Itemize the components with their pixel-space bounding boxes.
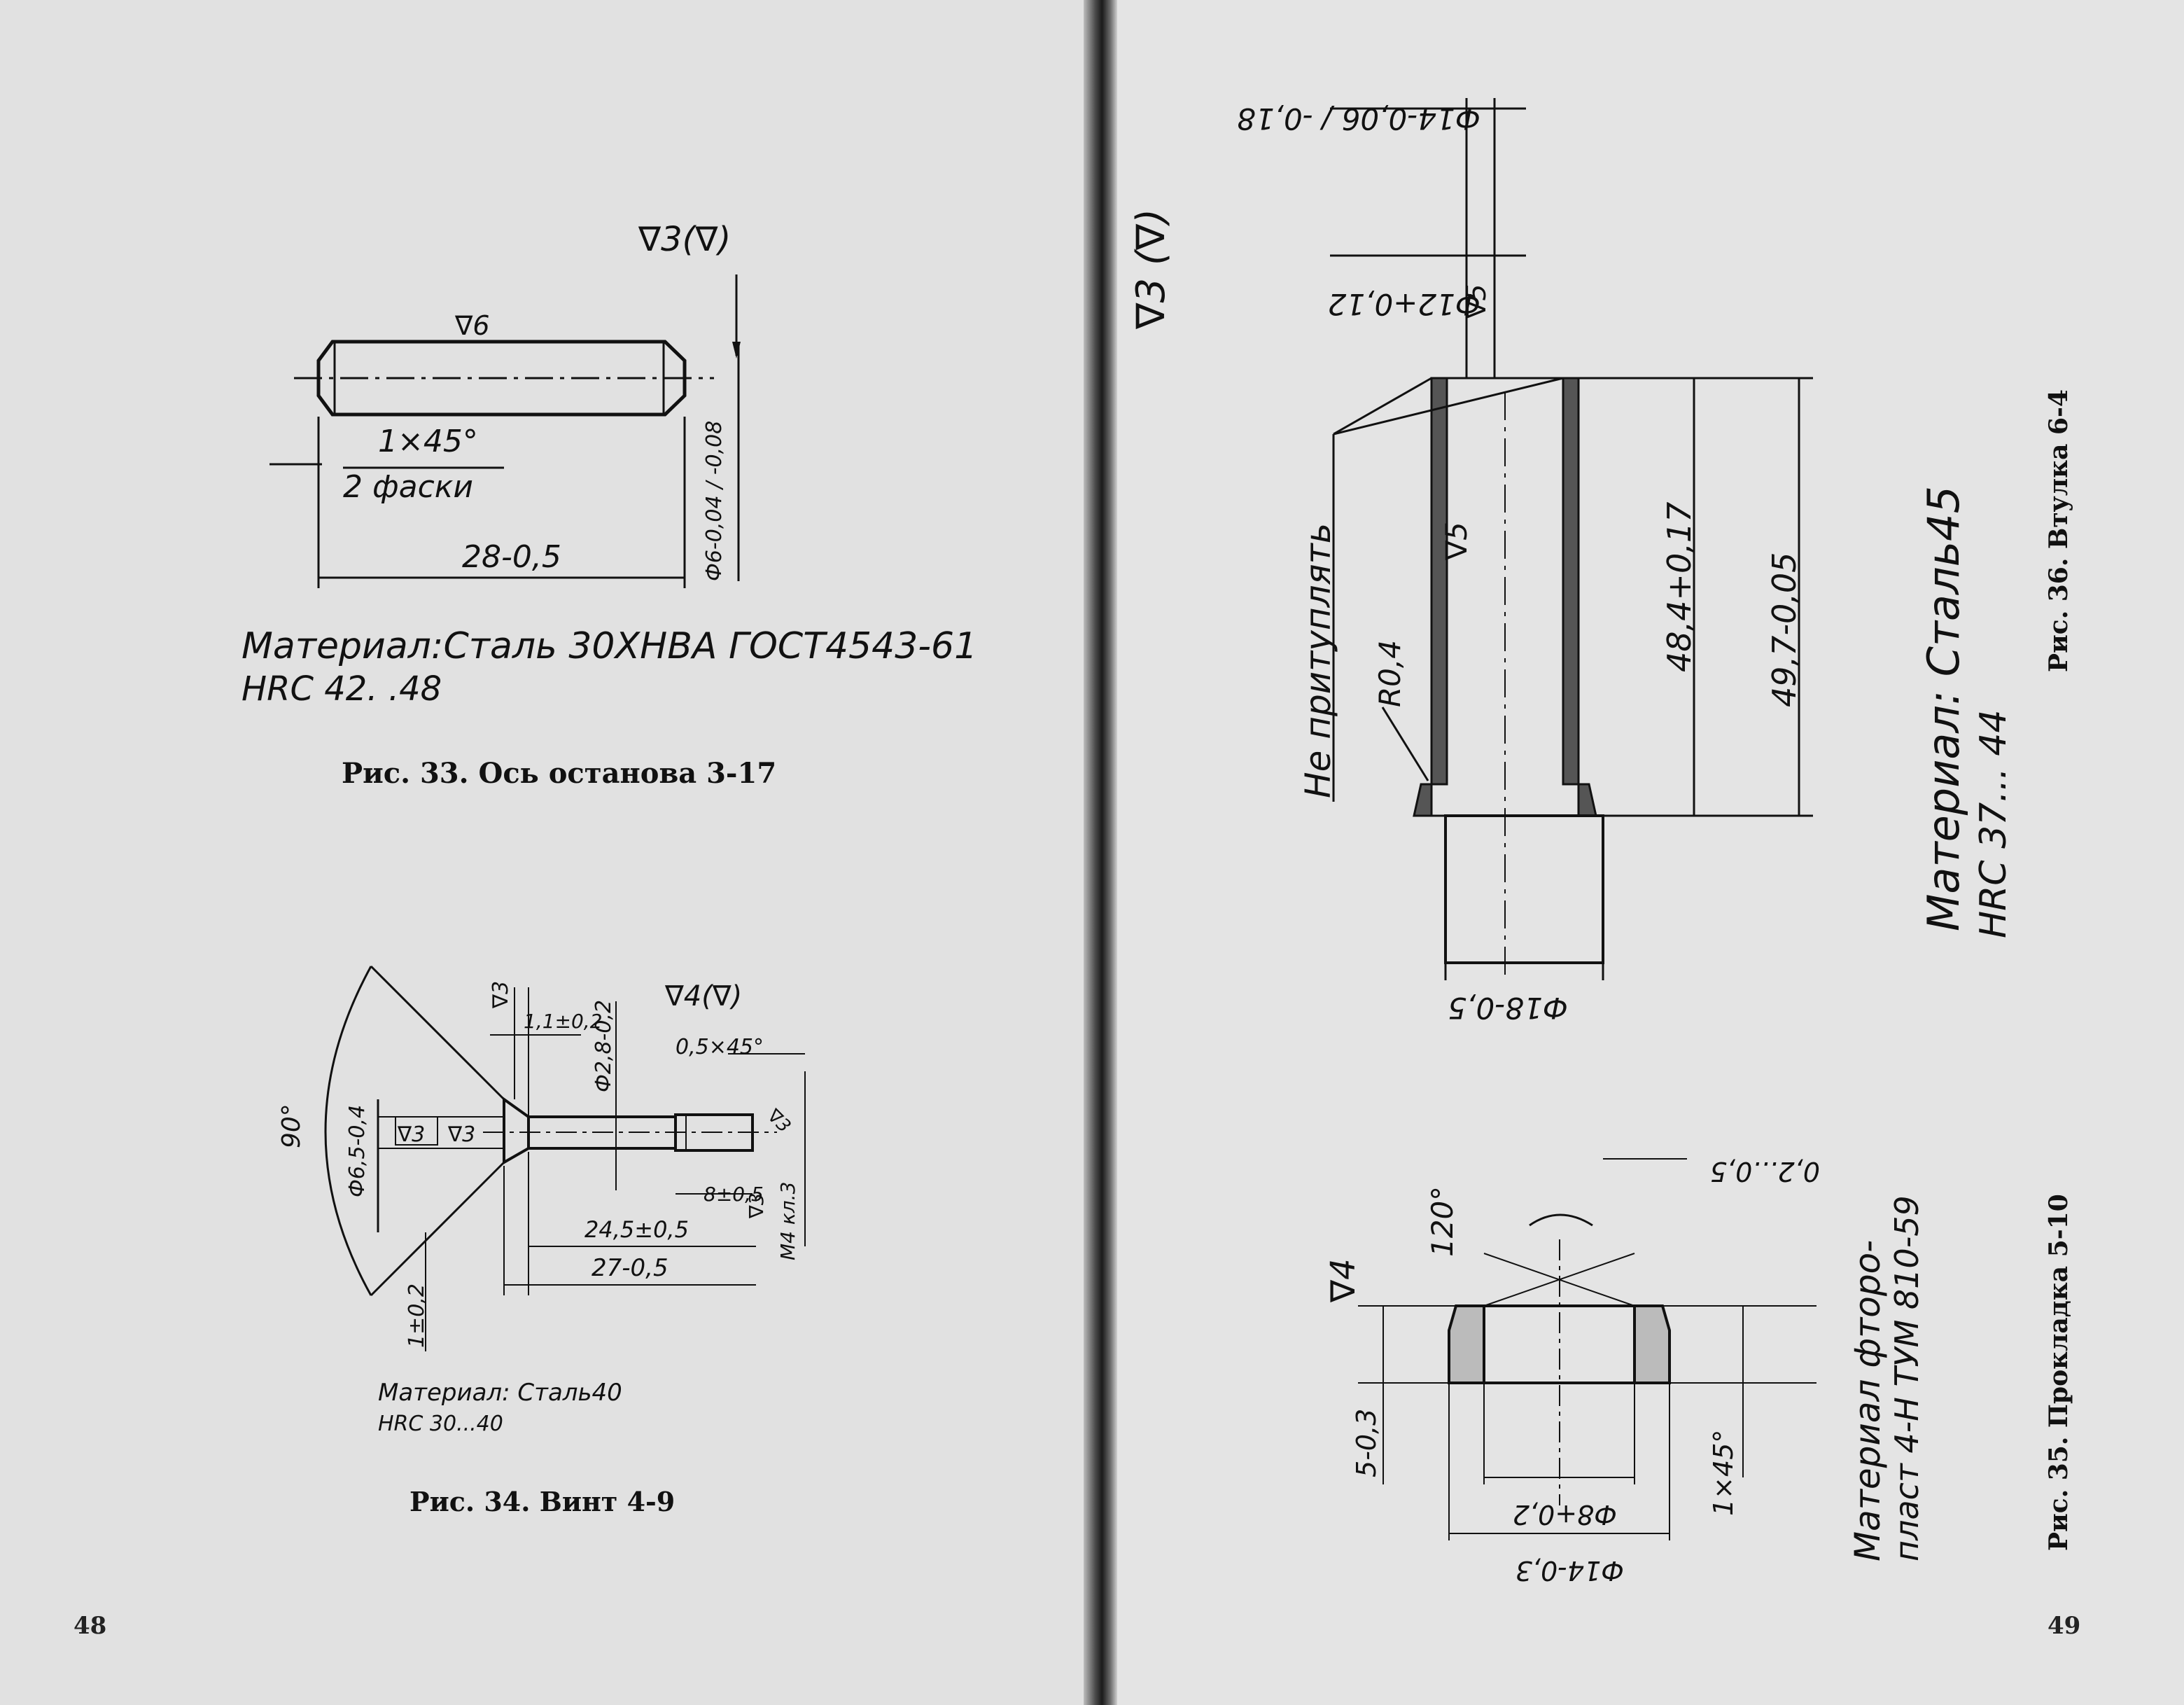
fig36-flange-diameter: Ф18-0,5 bbox=[1448, 991, 1568, 1025]
fig36-bore-top: Ф14-0,06 / -0,18 bbox=[1237, 102, 1480, 136]
fig36-height-total: 49,7-0,05 bbox=[1765, 552, 1803, 707]
fig34-head-step: 1±0,2 bbox=[405, 1283, 429, 1348]
fig34-drawing: ∇4(∇) 90° Ф6,5-0,4 ∇3 ∇3 bbox=[277, 965, 806, 1517]
fig34-head-finish-a: ∇3 bbox=[397, 1122, 425, 1147]
fig35-chamfer: 1×45° bbox=[1708, 1430, 1739, 1516]
leader-line bbox=[1381, 707, 1429, 781]
fig33-chamfer: 1×45° bbox=[378, 424, 478, 459]
fig34-top-finish: ∇3 bbox=[489, 981, 513, 1009]
fig36-bore-inner: Ф12+0,12 bbox=[1328, 287, 1480, 321]
fig35-outer: Ф14-0,3 bbox=[1516, 1555, 1624, 1586]
fig34-hardness: HRC 30...40 bbox=[378, 1412, 503, 1436]
flange-body bbox=[1444, 814, 1604, 964]
gasket-section-left bbox=[1448, 1304, 1485, 1384]
fig35-drawing: ∇4 5-0,3 120° 0,2...0,5 Ф8+0,2 bbox=[1324, 1156, 2073, 1586]
fig35-thickness: 5-0,3 bbox=[1351, 1409, 1382, 1477]
fig33-hardness: HRC 42. .48 bbox=[241, 669, 442, 709]
fig34-head-diameter: Ф6,5-0,4 bbox=[345, 1105, 370, 1197]
fig36-inner-finish: ∇5 bbox=[1461, 284, 1492, 319]
fig36-note: Не притуплять bbox=[1298, 523, 1338, 798]
flange-right bbox=[1577, 783, 1597, 817]
fig34-shank-diameter: Ф2,8-0,2 bbox=[592, 1000, 616, 1092]
fig34-shank-length: 24,5±0,5 bbox=[584, 1216, 689, 1243]
fig33-surface-general: ∇3(∇) bbox=[638, 220, 731, 259]
fig35-chamfer-top: 0,2...0,5 bbox=[1710, 1156, 1820, 1187]
angle-line bbox=[370, 965, 505, 1101]
fig34-caption: Рис. 34. Винт 4-9 bbox=[410, 1486, 675, 1517]
fig35-angle: 120° bbox=[1425, 1186, 1460, 1257]
angle-arc bbox=[1529, 1213, 1593, 1227]
fig35-bore: Ф8+0,2 bbox=[1513, 1499, 1617, 1530]
page-number-right: 49 bbox=[2047, 1612, 2080, 1640]
fig36-radius: R0,4 bbox=[1373, 640, 1407, 707]
fig36-hardness: HRC 37... 44 bbox=[1973, 709, 2015, 938]
fig36-caption: Рис. 36. Втулка 6-4 bbox=[2044, 389, 2073, 672]
fig36-material: Материал: Сталь45 bbox=[1918, 486, 1969, 931]
fig35-caption: Рис. 35. Прокладка 5-10 bbox=[2044, 1194, 2073, 1551]
angle-arc bbox=[324, 966, 372, 1296]
fig34-head-angle: 90° bbox=[277, 1104, 306, 1148]
fig33-caption: Рис. 33. Ось останова 3-17 bbox=[342, 757, 776, 790]
fig34-material: Материал: Сталь40 bbox=[378, 1379, 622, 1407]
angle-line bbox=[1483, 1253, 1635, 1307]
fig34-thread-spec: M4 кл.3 bbox=[776, 1182, 799, 1260]
page-number-left: 48 bbox=[74, 1612, 106, 1640]
fig33-surface-local: ∇6 bbox=[454, 310, 490, 341]
right-page: ∇3 (∇) Ф14-0,06 / -0,18 Ф12+0,12 ∇5 bbox=[1092, 0, 2184, 1705]
fig35-surface-general: ∇4 bbox=[1324, 1258, 1363, 1303]
fig36-surface-general: ∇3 (∇) bbox=[1128, 209, 1174, 330]
leader-line bbox=[1333, 377, 1564, 436]
screw-head bbox=[503, 1097, 530, 1165]
leader-line bbox=[1333, 377, 1432, 436]
left-page-drawings: ∇3(∇) ∇6 1×45° 2 фаски 28-0,5 bbox=[74, 220, 977, 1640]
fig33-material: Материал:Сталь 30ХНВА ГОСТ4543-61 bbox=[241, 625, 977, 667]
right-page-drawings: ∇3 (∇) Ф14-0,06 / -0,18 Ф12+0,12 ∇5 bbox=[1128, 98, 2080, 1640]
fig34-thread-length: 8±0,5 bbox=[704, 1183, 764, 1206]
fig33-chamfer-note: 2 фаски bbox=[343, 469, 473, 505]
fig36-drawing: ∇3 (∇) Ф14-0,06 / -0,18 Ф12+0,12 ∇5 bbox=[1128, 98, 2073, 1025]
book-gutter bbox=[1084, 0, 1117, 1705]
fig33-drawing: ∇3(∇) ∇6 1×45° 2 фаски 28-0,5 bbox=[241, 220, 977, 790]
gasket-section-right bbox=[1633, 1304, 1671, 1384]
fig36-height-inner: 48,4+0,17 bbox=[1660, 502, 1698, 672]
fig34-total-length: 27-0,5 bbox=[592, 1254, 668, 1282]
fig33-diameter: Ф6-0,04 / -0,08 bbox=[702, 421, 727, 581]
fig36-outer-finish: ∇5 bbox=[1439, 522, 1474, 561]
shaft-outline bbox=[316, 340, 687, 417]
flange-left bbox=[1413, 783, 1433, 817]
fig33-length: 28-0,5 bbox=[462, 539, 561, 575]
fig34-surface-general: ∇4(∇) bbox=[664, 980, 742, 1012]
tube-wall-right bbox=[1562, 377, 1580, 786]
fig34-thread-finish: ∇3 bbox=[745, 1192, 768, 1219]
fig35-material-2: пласт 4-Н ТУМ 810-59 bbox=[1888, 1195, 1926, 1561]
left-page: ∇3(∇) ∇6 1×45° 2 фаски 28-0,5 bbox=[74, 220, 978, 1640]
fig34-end-chamfer: 0,5×45° bbox=[676, 1035, 764, 1059]
fig34-head-finish-b: ∇3 bbox=[447, 1122, 475, 1147]
fig35-material: Материал фторо- bbox=[1847, 1240, 1888, 1561]
angle-line bbox=[370, 1161, 505, 1297]
finish-box bbox=[395, 1116, 438, 1146]
fig34-head-height: 1,1±0,2 bbox=[524, 1010, 603, 1033]
tube-wall-left bbox=[1430, 377, 1448, 786]
